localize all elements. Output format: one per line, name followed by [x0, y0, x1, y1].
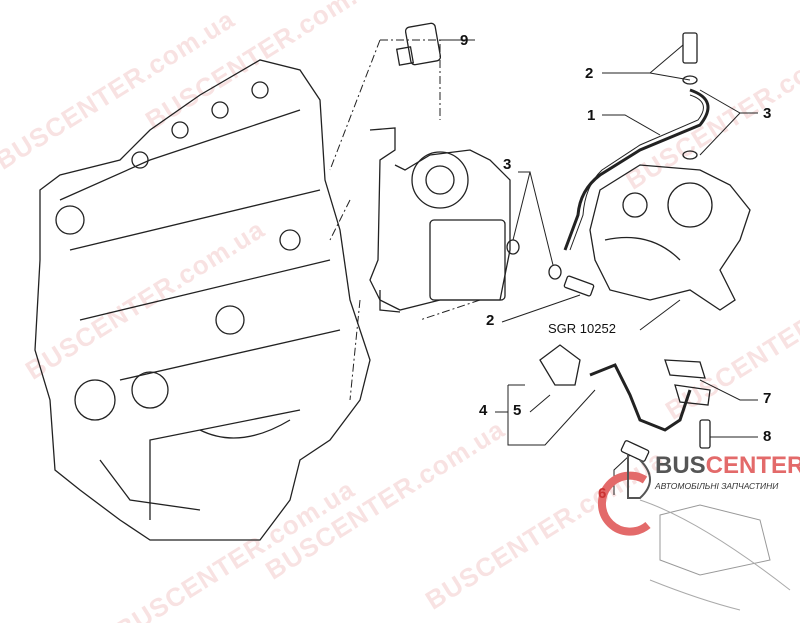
logo-bus: BUS [655, 452, 706, 479]
bolt-8 [699, 419, 711, 449]
callout-1: 1 [587, 107, 596, 124]
oil-pipe [563, 88, 710, 251]
buscenter-logo: BUSCENTER АВТОМОБІЛЬНІ ЗАПЧАСТИНИ [655, 452, 800, 491]
banjo-bolt [682, 32, 698, 64]
return-pipe [539, 344, 711, 432]
engine-block [34, 59, 371, 541]
callout-3: 3 [763, 105, 772, 122]
callout-2: 2 [585, 65, 594, 82]
high-pressure-pump [369, 127, 511, 313]
callout-4: 4 [479, 402, 488, 419]
callout-5: 5 [513, 402, 522, 419]
part-code: SGR 10252 [548, 321, 616, 336]
buscenter-logo-mark [597, 455, 791, 611]
callout-9: 9 [460, 32, 469, 49]
callout-2: 2 [486, 312, 495, 329]
callout-6: 6 [598, 485, 607, 502]
egr-valve [589, 164, 751, 311]
bolt-6 [620, 440, 650, 462]
callout-7: 7 [763, 390, 772, 407]
callout-8: 8 [763, 428, 772, 445]
callout-3: 3 [503, 156, 512, 173]
pressure-switch [395, 22, 442, 66]
logo-center: CENTER [705, 452, 800, 479]
logo-tagline: АВТОМОБІЛЬНІ ЗАПЧАСТИНИ [655, 481, 779, 491]
